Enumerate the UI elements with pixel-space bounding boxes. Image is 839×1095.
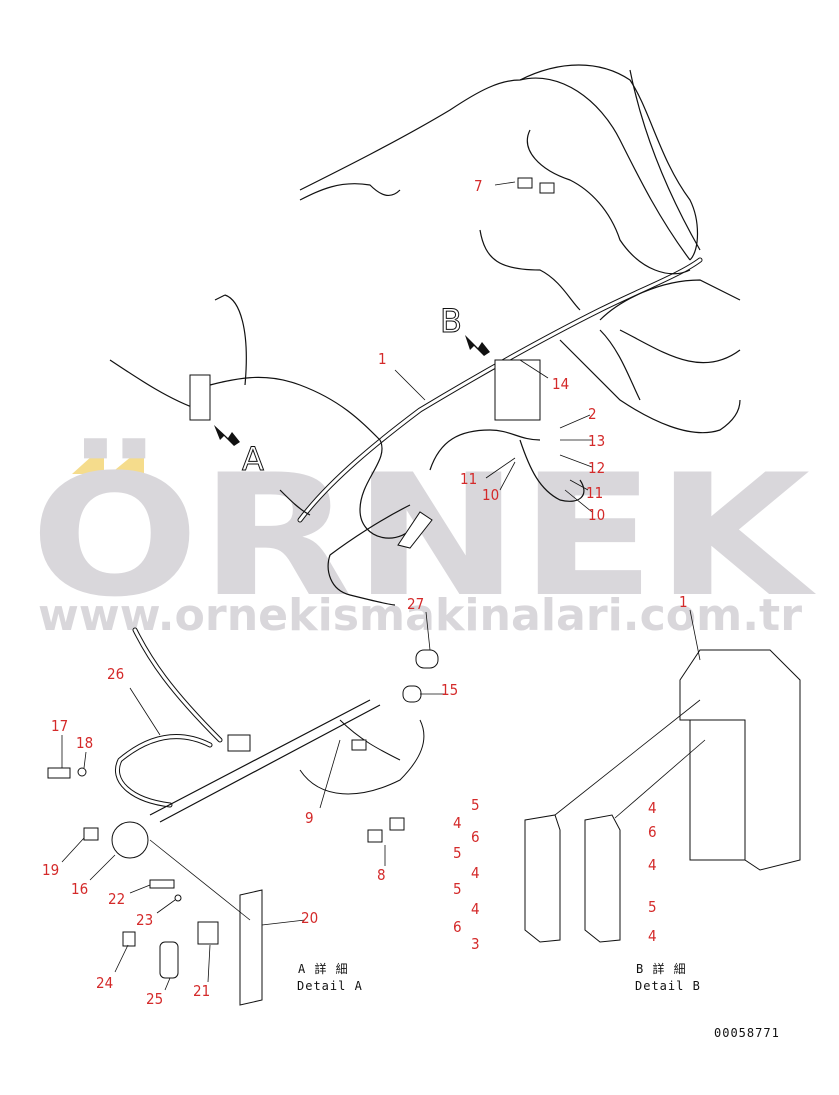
connector-7b xyxy=(539,182,555,194)
callout: 3 xyxy=(471,935,480,953)
callout: 4 xyxy=(648,856,657,874)
bracket xyxy=(189,374,211,421)
callout: 15 xyxy=(441,681,458,699)
bolt-22 xyxy=(149,879,175,889)
callout: 26 xyxy=(107,665,124,683)
callout: 8 xyxy=(377,866,386,884)
callout: 5 xyxy=(453,844,462,862)
view-arrow-a: A xyxy=(214,425,265,479)
callout: 9 xyxy=(305,809,314,827)
callout: 21 xyxy=(193,982,210,1000)
relay-block xyxy=(494,359,541,421)
callout: 17 xyxy=(51,717,68,735)
part-27 xyxy=(415,649,439,669)
main-harness xyxy=(109,64,741,606)
washer-18 xyxy=(77,767,87,777)
callout: 6 xyxy=(471,828,480,846)
detail-b-label: Detail B xyxy=(635,979,701,993)
part-25 xyxy=(159,941,179,979)
connector-8b xyxy=(389,817,405,831)
callouts: 7 1 14 2 13 11 12 10 11 10 27 1 26 15 17… xyxy=(42,177,688,1008)
horn-16 xyxy=(111,821,149,859)
leader-lines xyxy=(61,181,593,991)
connector-8a xyxy=(367,829,383,843)
callout: 1 xyxy=(378,350,387,368)
callout: 6 xyxy=(648,823,657,841)
detail-a xyxy=(47,627,439,1006)
drawing-number: 00058771 xyxy=(714,1026,780,1040)
callout: 25 xyxy=(146,990,163,1008)
callout: 12 xyxy=(588,459,605,477)
part-21 xyxy=(197,921,219,945)
callout: 18 xyxy=(76,734,93,752)
part-24 xyxy=(122,931,136,947)
callout: 27 xyxy=(407,595,424,613)
washer-23 xyxy=(174,894,182,902)
callout: 4 xyxy=(648,927,657,945)
callout: 4 xyxy=(471,864,480,882)
connector-7a xyxy=(517,177,533,189)
callout: 16 xyxy=(71,880,88,898)
callout: 11 xyxy=(460,470,477,488)
callout: 24 xyxy=(96,974,113,992)
watermark-url: www.ornekismakinalari.com.tr xyxy=(38,590,802,641)
fuse-row-right xyxy=(584,814,621,943)
callout: 20 xyxy=(301,909,318,927)
watermark-brand: ÖRNEK xyxy=(30,438,817,634)
detail-b xyxy=(524,609,801,943)
callout: 7 xyxy=(474,177,483,195)
callout: 10 xyxy=(482,486,499,504)
watermark: ÖRNEK www.ornekismakinalari.com.tr xyxy=(30,438,817,641)
callout: 23 xyxy=(136,911,153,929)
view-label-a: A xyxy=(242,440,264,478)
callout: 19 xyxy=(42,861,59,879)
detail-a-label-jp: A 詳 細 xyxy=(298,961,349,976)
view-label-b: B xyxy=(440,302,462,340)
callout: 5 xyxy=(471,796,480,814)
callout: 13 xyxy=(588,432,605,450)
part-15 xyxy=(402,685,422,703)
fuse-row-left xyxy=(524,814,561,943)
bracket-20 xyxy=(239,889,263,1006)
callout: 6 xyxy=(453,918,462,936)
detail-a-label: Detail A xyxy=(297,979,363,993)
callout: 2 xyxy=(588,405,597,423)
callout: 1 xyxy=(679,593,688,611)
part-19 xyxy=(83,827,99,841)
callout: 5 xyxy=(648,898,657,916)
detail-b-label-jp: B 詳 細 xyxy=(636,961,687,976)
callout: 4 xyxy=(453,814,462,832)
bolt-17 xyxy=(47,767,71,779)
callout: 22 xyxy=(108,890,125,908)
callout: 11 xyxy=(586,484,603,502)
watermark-accent xyxy=(110,456,144,474)
callout: 4 xyxy=(648,799,657,817)
callout: 10 xyxy=(588,506,605,524)
callout: 14 xyxy=(552,375,569,393)
terminal-26 xyxy=(227,734,251,752)
callout: 5 xyxy=(453,880,462,898)
fuse-plate xyxy=(397,511,433,549)
callout: 4 xyxy=(471,900,480,918)
watermark-accent xyxy=(72,456,104,474)
view-arrow-b: B xyxy=(440,302,490,356)
